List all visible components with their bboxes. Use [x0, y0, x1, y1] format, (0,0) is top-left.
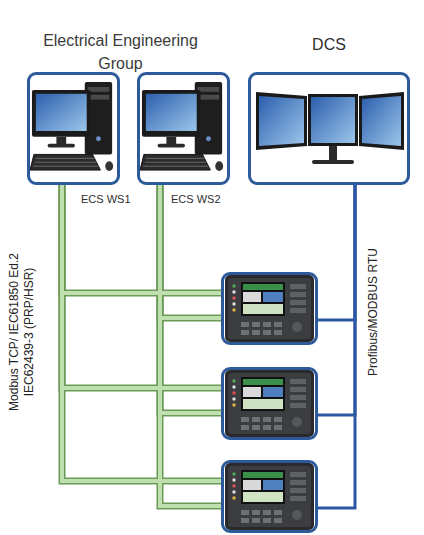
protocol-label: Modbus TCP/ IEC61850 Ed.2 IEC62439-3 (PR…	[7, 237, 37, 427]
relay-illustration	[225, 275, 314, 342]
monitor-screen	[259, 96, 304, 146]
fieldbus-connector	[318, 185, 355, 320]
workstation-box: ECS WS2	[137, 72, 230, 185]
workstation-illustration	[30, 82, 113, 171]
connector-outline	[160, 185, 221, 413]
ethernet-connector	[62, 185, 221, 481]
monitor-base	[312, 160, 354, 164]
ethernet-connector	[160, 185, 221, 318]
workstation-box: ECS WS1	[27, 72, 120, 185]
ethernet-connector	[62, 185, 221, 293]
connector-outline	[160, 185, 221, 318]
ethernet-connector	[160, 185, 221, 413]
relay-illustration	[225, 463, 314, 530]
monitor-bezel	[359, 92, 404, 150]
monitor-bezel	[256, 92, 307, 150]
monitor-stand	[329, 146, 337, 162]
ethernet-connector	[62, 185, 221, 388]
relay-box	[221, 367, 318, 440]
workstation-label: ECS WS1	[81, 192, 131, 207]
protocol-label: Profibus/MODBUS RTU	[366, 222, 381, 402]
fieldbus-connector	[318, 185, 355, 508]
connector-outline	[160, 185, 221, 506]
dcs-monitors	[256, 92, 404, 164]
fieldbus-connector	[318, 185, 355, 415]
group-heading: Electrical Engineering Group	[28, 29, 213, 75]
workstation-label: ECS WS2	[171, 192, 221, 207]
connector-outline	[62, 185, 221, 388]
dcs-box: DCS	[248, 72, 410, 185]
bus-outline-group	[62, 185, 221, 506]
ethernet-connector	[160, 185, 221, 506]
relay-box	[221, 272, 318, 345]
monitor-screen	[362, 96, 401, 146]
workstation-illustration	[140, 82, 223, 171]
monitor-screen	[311, 97, 355, 143]
relay-box	[221, 460, 318, 533]
relay-illustration	[225, 370, 314, 437]
dcs-heading: DCS	[248, 35, 410, 55]
connector-outline	[62, 185, 221, 481]
connector-outline	[62, 185, 221, 293]
monitor-bezel	[308, 94, 358, 146]
